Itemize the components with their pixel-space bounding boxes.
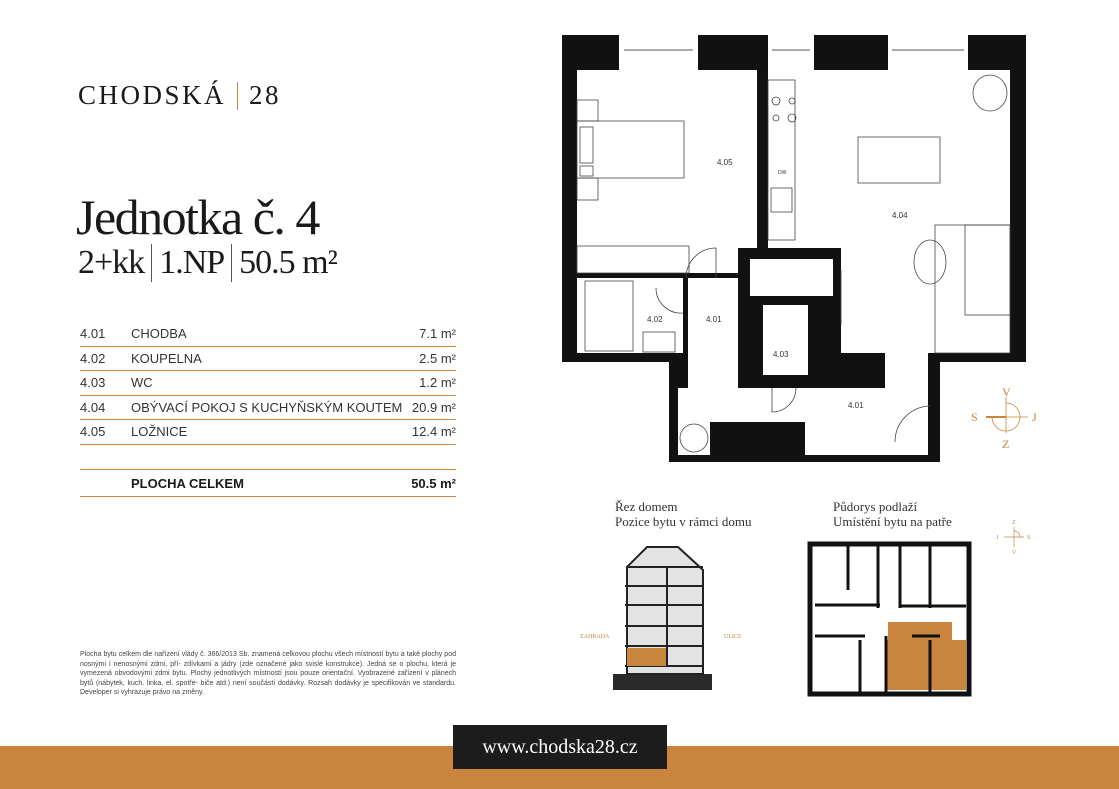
brand-logo: CHODSKÁ 28 — [78, 80, 281, 111]
room-label-4-04: 4.04 — [892, 211, 908, 220]
room-name: LOŽNICE — [131, 424, 188, 440]
brand-name: CHODSKÁ — [78, 80, 227, 110]
building-section-diagram: ZAHRADA ULICE — [580, 546, 742, 690]
disclaimer-note: Plocha bytu celkem dle nařízení vlády č.… — [80, 651, 456, 696]
unit-floor: 1.NP — [159, 244, 225, 281]
room-number: 4.04 — [80, 399, 106, 415]
room-label-4-01: 4.01 — [848, 401, 864, 410]
compass-north: V — [1002, 385, 1011, 399]
small-compass-west: J — [996, 535, 999, 541]
total-label: PLOCHA CELKEM — [131, 475, 244, 491]
small-compass-icon — [1004, 527, 1024, 547]
room-name: KOUPELNA — [131, 350, 202, 366]
room-number: 4.05 — [80, 424, 106, 440]
divider — [231, 244, 233, 282]
room-area: 12.4 m² — [411, 424, 456, 440]
compass-south: Z — [1002, 437, 1009, 451]
room-number: 4.03 — [80, 375, 106, 391]
small-compass-south: V — [1012, 550, 1017, 556]
dishwasher-label: DW — [778, 170, 787, 176]
floorplan-title: Půdorys podlaží — [833, 499, 918, 514]
small-compass-east: S — [1027, 535, 1030, 541]
total-area: 50.5 m² — [411, 475, 456, 491]
room-name: WC — [131, 375, 153, 391]
compass-east: J — [1032, 410, 1037, 424]
room-name: CHODBA — [131, 326, 187, 342]
floor-overview-diagram — [807, 541, 972, 697]
room-area: 7.1 m² — [419, 326, 456, 342]
room-number: 4.02 — [80, 350, 106, 366]
section-label-garden: ZAHRADA — [580, 634, 610, 640]
divider — [151, 244, 153, 282]
brand-number: 28 — [249, 80, 282, 110]
table-row: 4.03 WC 1.2 m² — [80, 371, 456, 396]
unit-floor-plan: 4.05 4.04 4.02 4.01 4.03 4.01 DW — [562, 35, 1026, 462]
brand-divider — [237, 81, 239, 110]
compass-west: S — [971, 410, 978, 424]
floorplan-caption: Půdorys podlaží Umístění bytu na patře — [833, 499, 952, 529]
room-label-4-03: 4.03 — [773, 350, 789, 359]
unit-layout: 2+kk — [78, 244, 145, 281]
table-row: 4.04 OBÝVACÍ POKOJ S KUCHYŇSKÝM KOUTEM 20.… — [80, 396, 456, 420]
floorplan-subtitle: Umístění bytu na patře — [833, 514, 952, 529]
website-link[interactable]: www.chodska28.cz — [453, 725, 667, 769]
room-area: 2.5 m² — [419, 350, 456, 366]
table-row: 4.02 KOUPELNA 2.5 m² — [80, 347, 456, 371]
rooms-table: 4.01 CHODBA 7.1 m² 4.02 KOUPELNA 2.5 m² 4.03… — [80, 322, 456, 445]
table-row: 4.01 CHODBA 7.1 m² — [80, 322, 456, 347]
room-label-4-01: 4.01 — [706, 315, 722, 324]
unit-subtitle: 2+kk 1.NP 50.5 m² — [78, 244, 338, 282]
room-number: 4.01 — [80, 326, 106, 342]
section-label-street: ULICE — [724, 634, 742, 640]
room-name: OBÝVACÍ POKOJ S KUCHYŇSKÝM KOUTEM — [131, 399, 403, 415]
room-area: 20.9 m² — [411, 399, 456, 415]
section-caption: Řez domem Pozice bytu v rámci domu — [615, 499, 751, 529]
room-label-4-02: 4.02 — [647, 315, 663, 324]
room-label-4-05: 4.05 — [717, 158, 733, 167]
total-row: PLOCHA CELKEM 50.5 m² — [80, 469, 456, 497]
section-subtitle: Pozice bytu v rámci domu — [615, 514, 752, 529]
table-row: 4.05 LOŽNICE 12.4 m² — [80, 420, 456, 445]
section-title: Řez domem — [615, 499, 678, 514]
unit-area: 50.5 m² — [239, 244, 338, 281]
room-area: 1.2 m² — [419, 375, 456, 391]
small-compass-north: Z — [1012, 520, 1016, 526]
unit-title: Jednotka č. 4 — [76, 189, 320, 245]
compass-icon — [986, 397, 1028, 433]
